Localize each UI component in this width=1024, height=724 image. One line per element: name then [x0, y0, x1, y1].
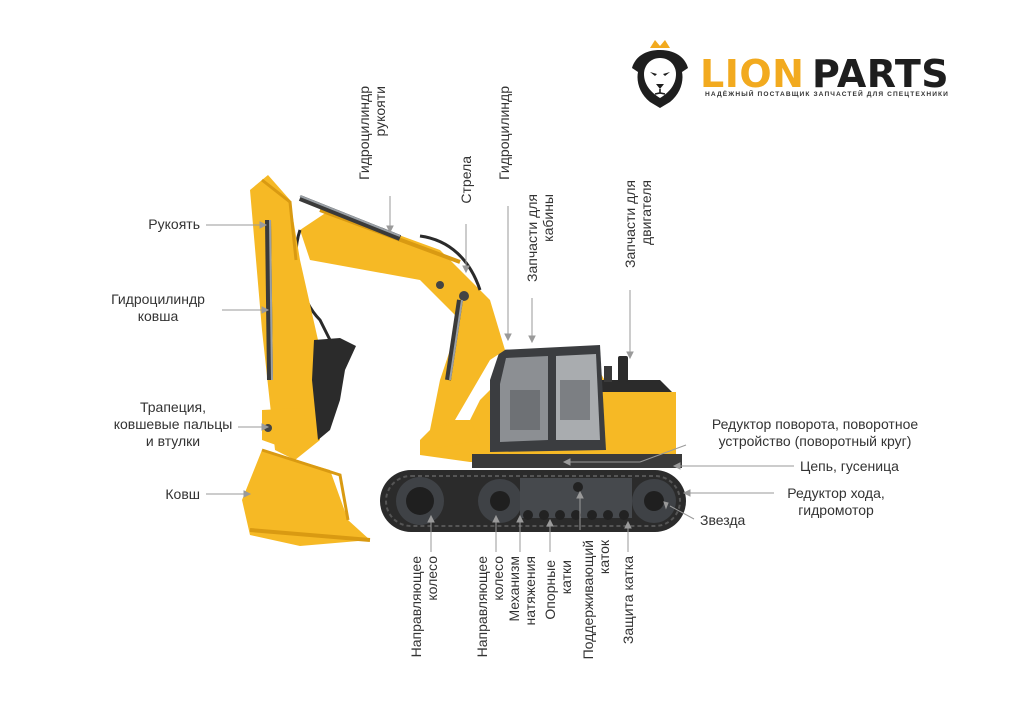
- label-boom: Стрела: [458, 156, 474, 204]
- label-arm: Рукоять: [148, 216, 200, 232]
- label-carrier-roller: Поддерживающий каток: [580, 540, 612, 666]
- lion-logo-icon: [632, 40, 688, 108]
- label-arm-cylinder-line1: Гидроцилиндр: [356, 86, 372, 180]
- label-swing-gear: Редуктор поворота, поворотное устройство…: [690, 416, 940, 450]
- label-cab-parts: Запчасти для кабины: [524, 194, 556, 294]
- label-cab-parts-line2: кабины: [540, 194, 556, 242]
- label-idler: Направляющее колесо: [408, 556, 440, 668]
- label-sprocket: Звезда: [700, 512, 746, 528]
- brand-name-parts: PARTS: [812, 52, 950, 96]
- label-engine-parts: Запчасти для двигателя: [622, 180, 654, 286]
- brand-tagline: НАДЁЖНЫЙ ПОСТАВЩИК ЗАПЧАСТЕЙ ДЛЯ СПЕЦТЕХ…: [705, 91, 950, 98]
- label-boom-cylinder: Гидроцилиндр: [496, 86, 512, 180]
- label-idler-tension: Направляющее колесо Механизм натяжения: [474, 556, 538, 668]
- label-bucket-cylinder-line2: ковша: [137, 308, 179, 324]
- label-linkage-line2: ковшевые пальцы: [113, 416, 233, 432]
- label-track-rollers-line2: катки: [558, 560, 574, 595]
- label-bucket-cylinder-line1: Гидроцилиндр: [111, 291, 205, 307]
- label-final-drive-line2: гидромотор: [798, 502, 874, 518]
- label-linkage: Трапеция, ковшевые пальцы и втулки: [110, 399, 236, 450]
- label-final-drive: Редуктор хода, гидромотор: [776, 485, 896, 519]
- label-idler-tension-line2: колесо: [490, 556, 506, 601]
- label-carrier-roller-line2: каток: [596, 540, 612, 575]
- label-linkage-line3: и втулки: [145, 433, 201, 449]
- label-swing-gear-line2: устройство (поворотный круг): [718, 433, 912, 449]
- label-track-rollers: Опорные катки: [542, 560, 574, 656]
- label-linkage-line1: Трапеция,: [139, 399, 206, 415]
- label-cab-parts-line1: Запчасти для: [524, 194, 540, 282]
- label-bucket-cylinder: Гидроцилиндр ковша: [96, 291, 220, 325]
- label-final-drive-line1: Редуктор хода,: [787, 485, 885, 501]
- label-roller-guard: Защита катка: [620, 556, 636, 645]
- label-track-chain: Цепь, гусеница: [800, 458, 899, 474]
- label-bucket: Ковш: [165, 486, 200, 502]
- label-engine-parts-line1: Запчасти для: [622, 180, 638, 268]
- label-carrier-roller-line1: Поддерживающий: [580, 540, 596, 660]
- label-idler-tension-line3: Механизм: [506, 556, 522, 622]
- label-arm-cylinder-line2: рукояти: [372, 86, 388, 137]
- label-swing-gear-line1: Редуктор поворота, поворотное: [711, 416, 919, 432]
- label-arm-cylinder: Гидроцилиндр рукояти: [356, 86, 388, 196]
- brand-name-lion: LION: [700, 52, 805, 96]
- label-idler-tension-line1: Направляющее: [474, 556, 490, 658]
- label-idler-tension-line4: натяжения: [522, 556, 538, 626]
- label-idler-line2: колесо: [424, 556, 440, 601]
- label-idler-line1: Направляющее: [408, 556, 424, 658]
- label-engine-parts-line2: двигателя: [638, 180, 654, 246]
- label-track-rollers-line1: Опорные: [542, 560, 558, 620]
